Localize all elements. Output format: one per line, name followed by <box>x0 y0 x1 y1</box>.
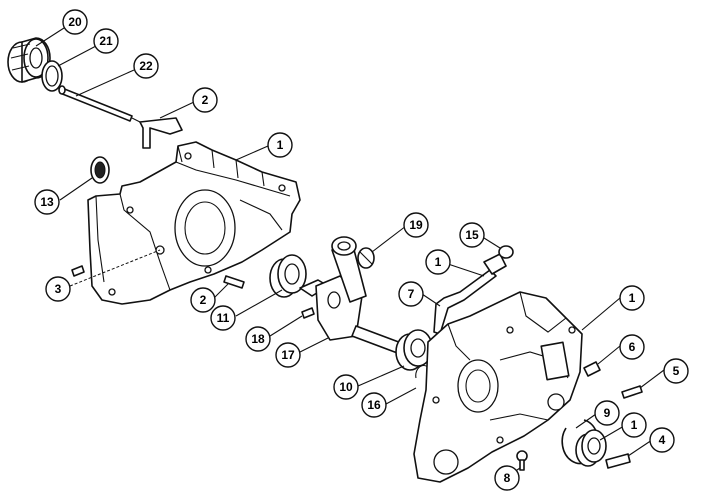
callout-21-label: 21 <box>99 34 113 48</box>
callout-16: 16 <box>361 392 387 418</box>
callout-15: 15 <box>459 222 485 248</box>
callout-7: 7 <box>398 281 424 307</box>
callout-8: 8 <box>494 465 520 491</box>
callout-1-left-case: 1 <box>267 132 293 158</box>
callout-7-label: 7 <box>408 287 415 301</box>
callout-1-left-case-label: 1 <box>277 138 284 152</box>
leader-lines <box>35 27 665 477</box>
part-17-crankshaft <box>299 236 405 355</box>
callout-17: 17 <box>275 342 301 368</box>
callout-2-top-label: 2 <box>202 93 209 107</box>
part-10-bearing <box>395 329 433 371</box>
callout-20-label: 20 <box>68 15 82 29</box>
callout-1-oil-seal-label: 1 <box>631 418 638 432</box>
callout-1-right-case-label: 1 <box>629 291 636 305</box>
callout-9: 9 <box>594 400 620 426</box>
callout-15-label: 15 <box>465 228 479 242</box>
part-4-stud <box>605 453 631 469</box>
callout-3: 3 <box>45 276 71 302</box>
callout-20: 20 <box>62 9 88 35</box>
callout-11: 11 <box>210 305 236 331</box>
callout-17-label: 17 <box>281 348 295 362</box>
callout-22: 22 <box>133 53 159 79</box>
part-22-bolt <box>58 85 133 122</box>
callout-18: 18 <box>245 326 271 352</box>
callout-10: 10 <box>333 374 359 400</box>
crankcase-left-half <box>87 141 301 305</box>
callout-18-label: 18 <box>251 332 265 346</box>
callout-4: 4 <box>649 427 675 453</box>
callout-2-pin-label: 2 <box>200 293 207 307</box>
callout-21: 21 <box>93 28 119 54</box>
callout-5-label: 5 <box>673 364 680 378</box>
callout-1-oil-seal: 1 <box>621 412 647 438</box>
part-5-stud <box>621 385 643 399</box>
part-13-oil-seal <box>90 156 110 184</box>
callout-22-label: 22 <box>139 59 153 73</box>
callout-13: 13 <box>34 189 60 215</box>
callout-5: 5 <box>663 358 689 384</box>
part-18-key <box>301 307 315 319</box>
part-3-dowel <box>71 265 85 277</box>
callout-4-label: 4 <box>659 433 666 447</box>
callout-1-fitting-label: 1 <box>435 255 442 269</box>
callout-9-label: 9 <box>604 406 611 420</box>
callout-11-label: 11 <box>217 311 230 325</box>
part-8-screw <box>516 450 528 471</box>
callout-1-fitting: 1 <box>425 249 451 275</box>
callout-3-label: 3 <box>55 282 62 296</box>
callout-19: 19 <box>403 212 429 238</box>
part-7-15-fitting <box>433 245 514 335</box>
callout-1-right-case: 1 <box>619 285 645 311</box>
callout-13-label: 13 <box>40 195 54 209</box>
callout-6-label: 6 <box>629 340 636 354</box>
part-2-pin <box>223 275 245 289</box>
part-6-sleeve <box>583 361 601 377</box>
callout-19-label: 19 <box>409 218 423 232</box>
callout-2-pin: 2 <box>190 287 216 313</box>
callout-10-label: 10 <box>339 380 353 394</box>
part-11-bearing <box>269 254 307 298</box>
part-21-washer <box>41 60 63 92</box>
callout-8-label: 8 <box>504 471 511 485</box>
part-1-oil-seal <box>575 429 607 467</box>
crankcase-right-half <box>413 291 583 483</box>
part-19-needle-bearing <box>357 247 375 269</box>
callout-6: 6 <box>619 334 645 360</box>
callout-16-label: 16 <box>367 398 381 412</box>
part-2-bracket <box>131 117 183 149</box>
callout-2-top: 2 <box>192 87 218 113</box>
